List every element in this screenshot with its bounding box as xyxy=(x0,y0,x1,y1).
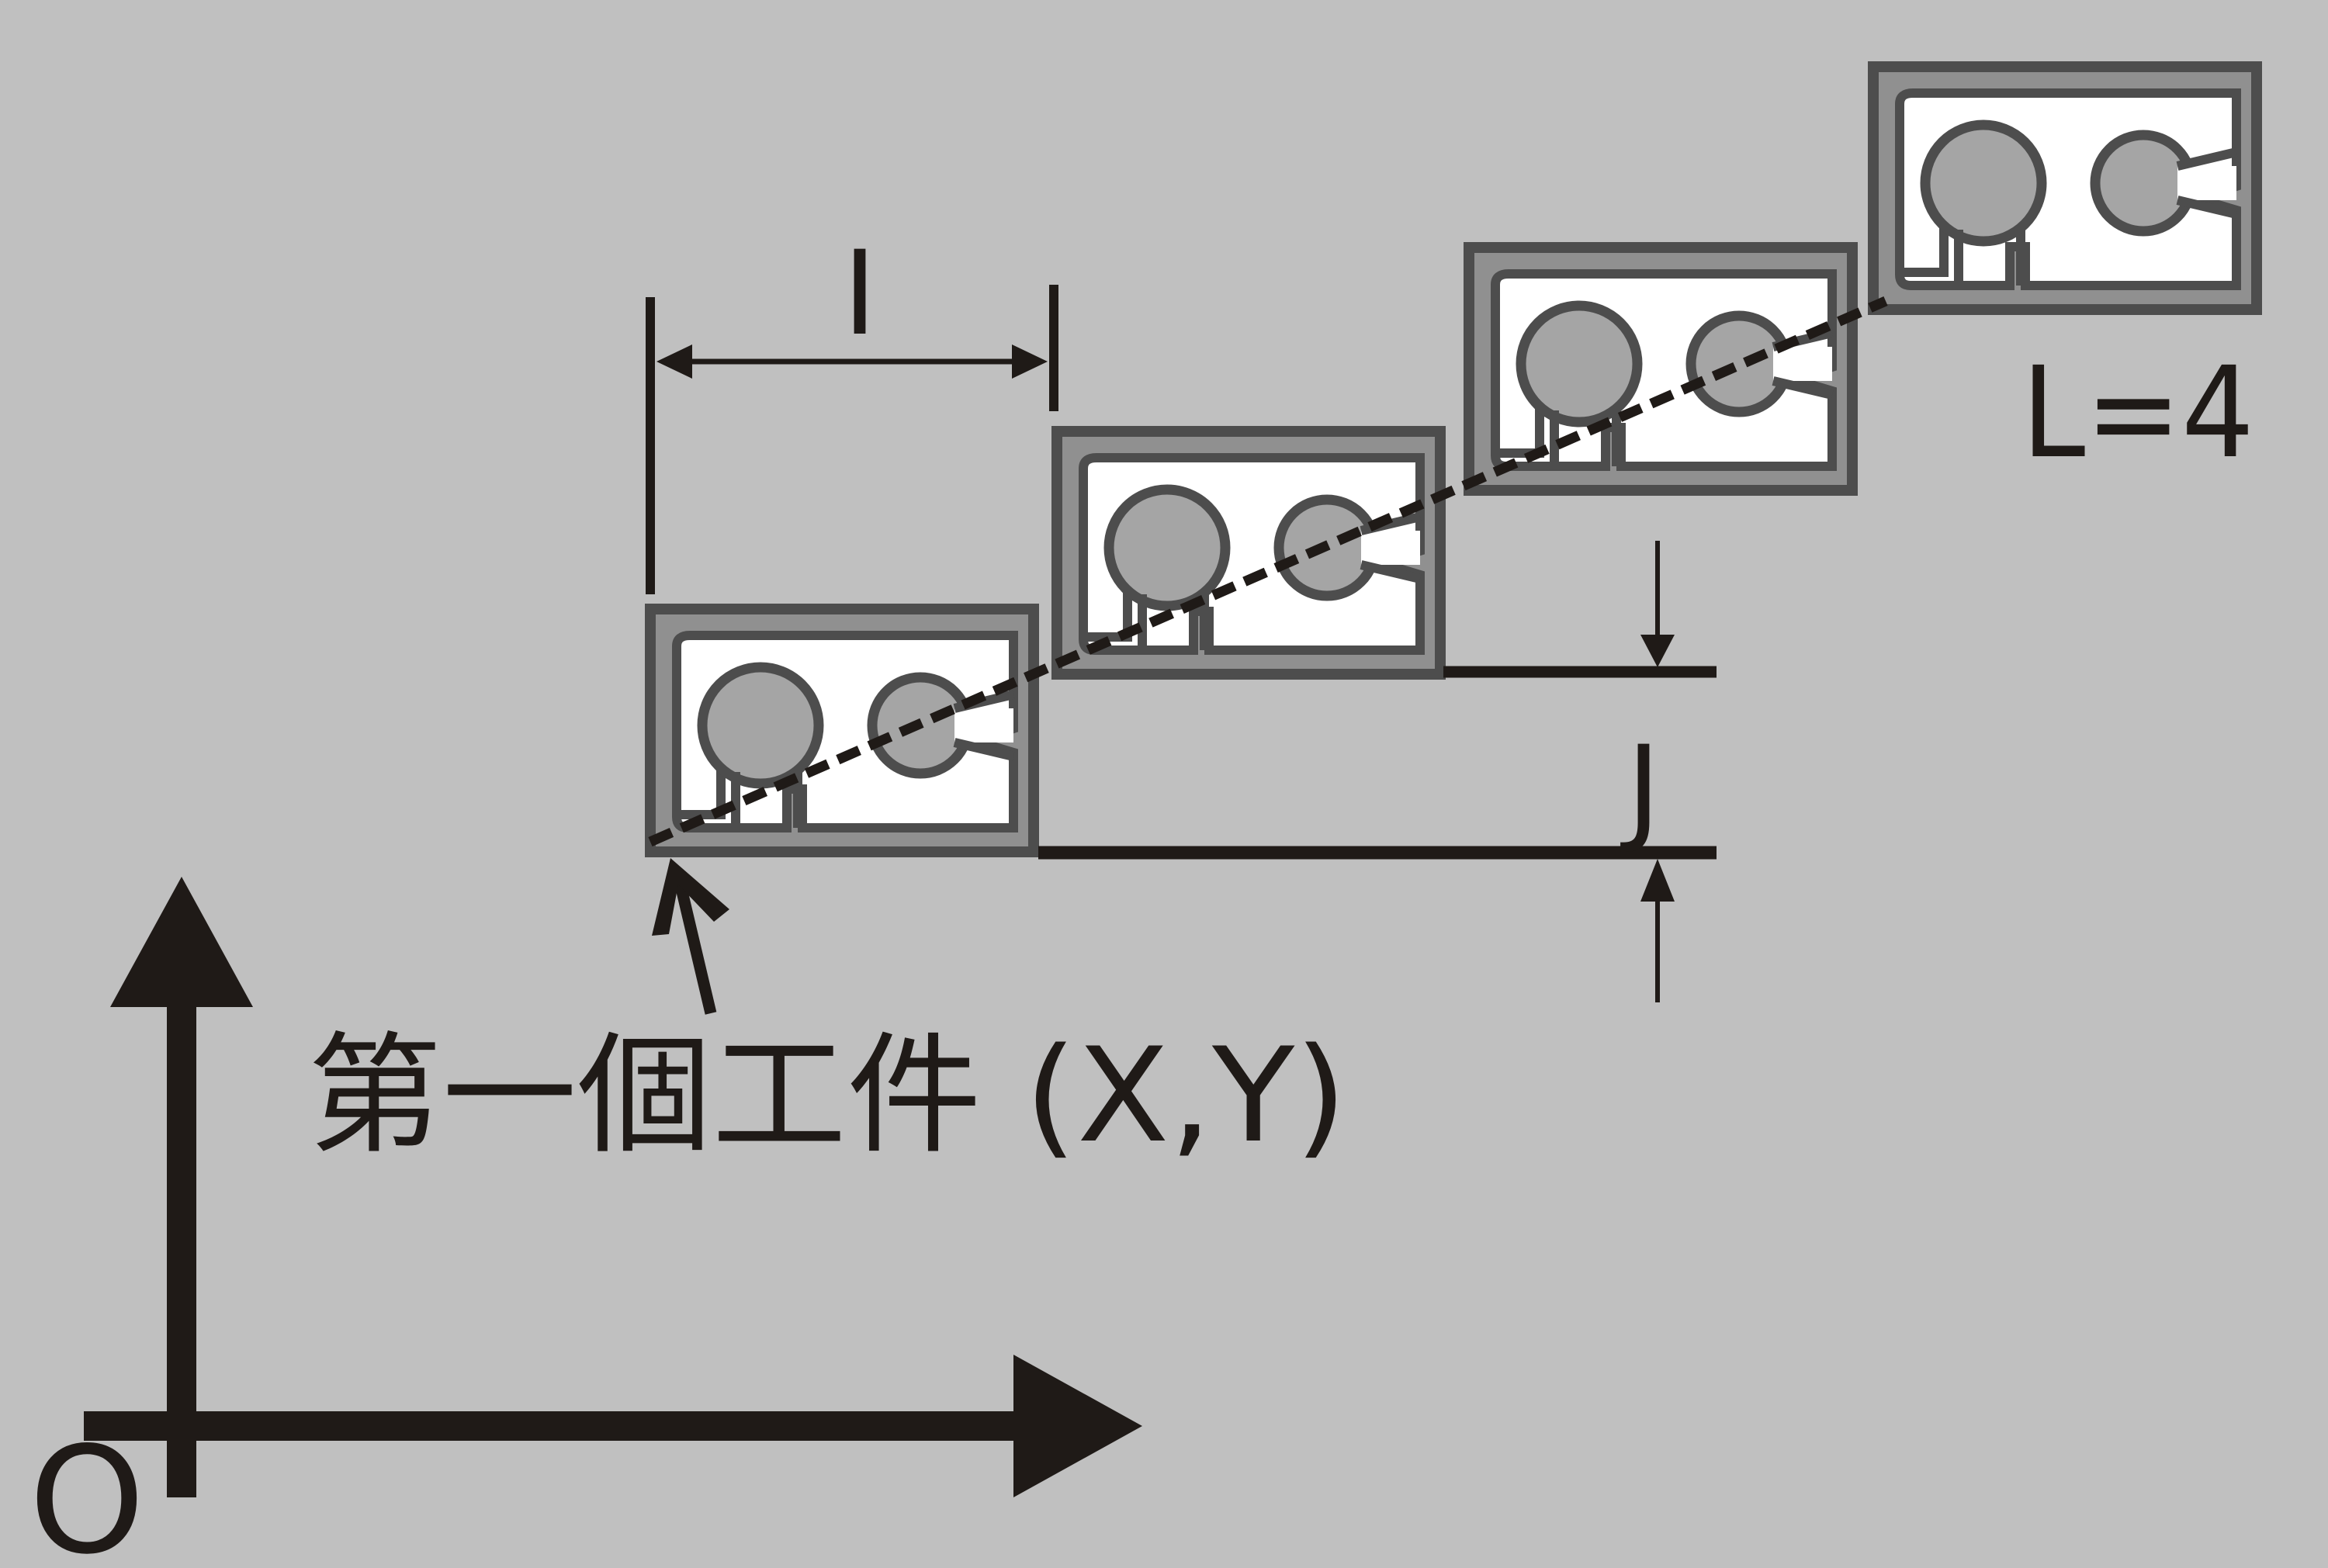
spacing-x-dimension xyxy=(646,285,1058,594)
workpiece-2 xyxy=(1057,431,1440,674)
y-axis-arrow xyxy=(110,877,253,1007)
x-axis-arrow xyxy=(1013,1355,1142,1497)
first-part-pointer xyxy=(652,858,729,1015)
workpiece-1 xyxy=(650,609,1034,852)
spacing-y-dimension xyxy=(1038,541,1717,1002)
first-part-label: 第一個工件 (X,Y) xyxy=(307,1019,1347,1172)
pattern-trajectory-line xyxy=(648,296,1888,846)
count-label: L=4 xyxy=(2021,341,2254,486)
spacing-x-label: I xyxy=(843,227,877,362)
workpiece-4 xyxy=(1873,67,2257,310)
origin-label: O xyxy=(29,1415,145,1568)
coordinate-axes xyxy=(84,877,1142,1497)
spacing-y-label: J xyxy=(1620,722,1661,857)
